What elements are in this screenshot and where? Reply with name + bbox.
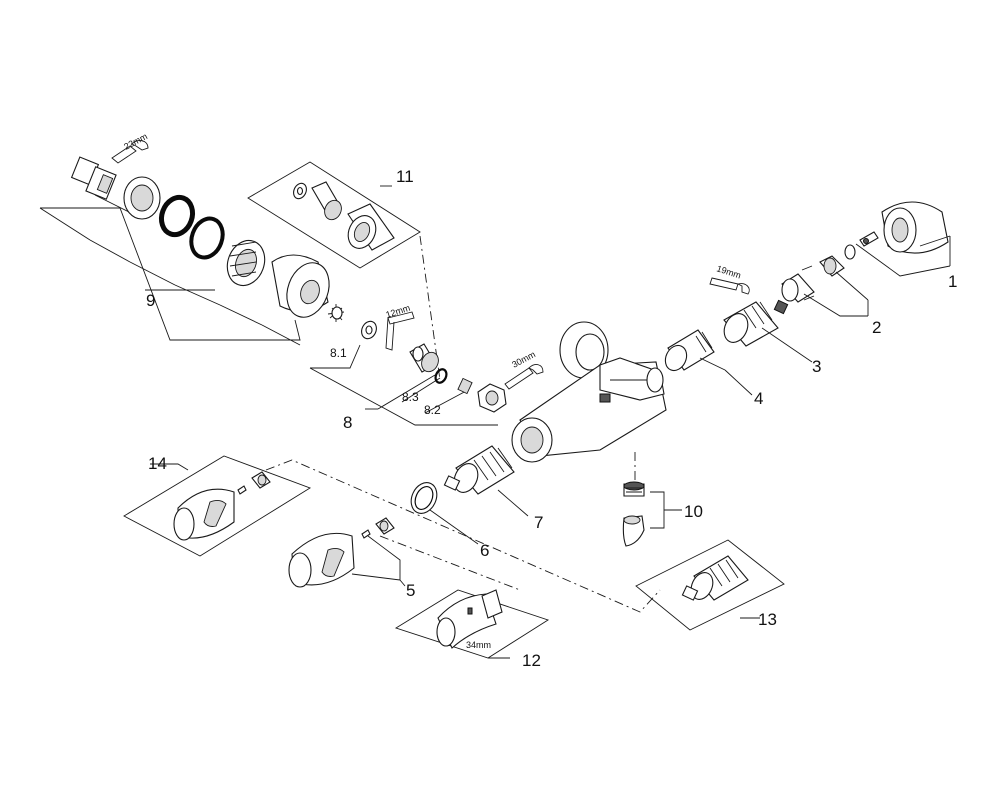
callout-6: 6 [480, 541, 489, 560]
part-4-adapter [664, 329, 753, 396]
part-3-cartridge [723, 299, 813, 363]
escutcheon-sleeve [123, 176, 161, 220]
callout-3: 3 [812, 357, 821, 376]
callout-7: 7 [534, 513, 543, 532]
o-ring-1 [158, 194, 196, 238]
check-valve-8 [409, 343, 439, 373]
callout-1: 1 [948, 272, 957, 291]
group-8-leaders [309, 344, 498, 426]
part-5-handle [288, 517, 406, 588]
handle-14 [173, 488, 235, 541]
callout-10: 10 [684, 502, 703, 521]
callout-8: 8 [343, 413, 352, 432]
group-9-box [39, 194, 301, 346]
nut-8 [477, 383, 507, 413]
group-12-box [379, 535, 550, 659]
gauge-12 [436, 589, 503, 649]
star-washer [327, 304, 345, 322]
screw-14 [237, 485, 247, 495]
hex-12-label: 12mm [385, 303, 412, 320]
o-ring-8-3 [434, 368, 448, 384]
group-14-box [123, 455, 661, 613]
wrench-30-icon [504, 364, 544, 390]
gauge-34-label: 34mm [466, 640, 491, 650]
connector-fitting [70, 156, 117, 200]
filter-8-2 [457, 377, 473, 395]
callout-13: 13 [758, 610, 777, 629]
part-2-group [781, 244, 869, 317]
callout-4: 4 [754, 389, 763, 408]
washer-8-1 [361, 320, 377, 340]
adapter-14 [251, 471, 271, 489]
wrench-19-label: 19mm [715, 263, 742, 280]
o-ring-2 [189, 216, 225, 260]
callout-8-1: 8.1 [330, 346, 347, 360]
hex-key-12-icon [385, 311, 415, 351]
wrench-19-icon [709, 277, 750, 295]
part-6-ring [410, 482, 479, 545]
nipple-11 [311, 181, 342, 221]
callout-5: 5 [406, 581, 415, 600]
group-13-box [635, 539, 785, 631]
callout-9: 9 [146, 291, 155, 310]
callout-2: 2 [872, 318, 881, 337]
callout-8-2: 8.2 [424, 403, 441, 417]
part-1-handle [855, 201, 951, 277]
part-10-group [622, 481, 682, 547]
mixer-body [511, 321, 667, 488]
cartridge-13 [681, 555, 749, 601]
callout-11: 11 [396, 167, 414, 186]
extension-sleeve-11 [347, 203, 395, 251]
wrench-30-label: 30mm [510, 349, 537, 370]
part-7-cartridge [443, 445, 529, 517]
callout-8-3: 8.3 [402, 390, 419, 404]
callout-12: 12 [522, 651, 541, 670]
wrench-22-icon [111, 140, 149, 164]
callout-14: 14 [148, 454, 167, 473]
wall-rosette [271, 254, 330, 318]
washer-11 [293, 182, 307, 200]
threaded-ring [226, 239, 266, 287]
